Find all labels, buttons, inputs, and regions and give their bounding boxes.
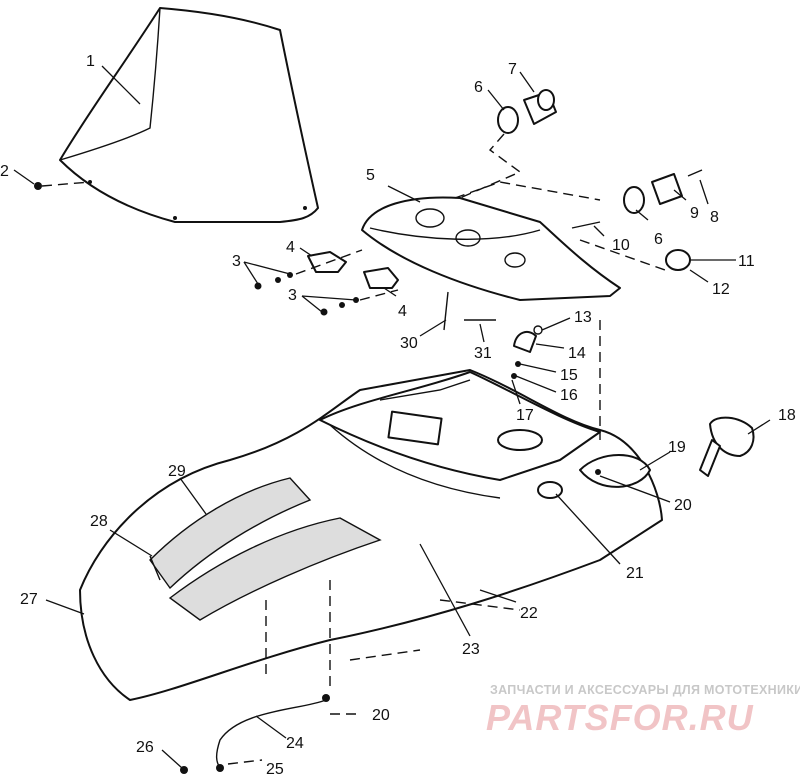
callout-2: 2 bbox=[0, 163, 9, 180]
windshield-part bbox=[59, 7, 319, 223]
callout-15: 15 bbox=[560, 367, 578, 384]
callout-21: 21 bbox=[626, 565, 644, 582]
callout-18: 18 bbox=[778, 407, 796, 424]
callout-5: 5 bbox=[366, 167, 375, 184]
watermark-tagline: ЗАПЧАСТИ И АКСЕССУАРЫ ДЛЯ МОТОТЕХНИКИ bbox=[490, 683, 800, 697]
cable-part bbox=[180, 694, 356, 774]
callout-11: 11 bbox=[738, 253, 755, 270]
nose-louvers-part bbox=[149, 477, 382, 621]
callout-29: 29 bbox=[168, 463, 186, 480]
callout-30: 30 bbox=[400, 335, 418, 352]
callout-25: 25 bbox=[266, 761, 284, 777]
callout-10: 10 bbox=[612, 237, 630, 254]
callout-6: 6 bbox=[474, 79, 483, 96]
callout-19: 19 bbox=[668, 439, 686, 456]
callout-20: 20 bbox=[674, 497, 692, 514]
dash-console-part bbox=[361, 181, 666, 301]
hardware-parts bbox=[443, 291, 543, 379]
callout-6: 6 bbox=[654, 231, 663, 248]
callout-4: 4 bbox=[286, 239, 295, 256]
callout-3: 3 bbox=[232, 253, 241, 270]
screw-part bbox=[34, 181, 91, 190]
callout-4: 4 bbox=[398, 303, 407, 320]
callout-24: 24 bbox=[286, 735, 304, 752]
callout-20: 20 bbox=[372, 707, 390, 724]
callout-22: 22 bbox=[520, 605, 538, 622]
gauge-parts bbox=[459, 89, 703, 271]
callout-7: 7 bbox=[508, 61, 517, 78]
bracket-parts bbox=[254, 249, 399, 316]
callout-26: 26 bbox=[136, 739, 154, 756]
callout-3: 3 bbox=[288, 287, 297, 304]
leader-lines bbox=[13, 65, 771, 769]
callout-12: 12 bbox=[712, 281, 730, 298]
callout-27: 27 bbox=[20, 591, 38, 608]
callout-14: 14 bbox=[568, 345, 586, 362]
callout-9: 9 bbox=[690, 205, 699, 222]
callout-8: 8 bbox=[710, 209, 719, 226]
callout-17: 17 bbox=[516, 407, 534, 424]
assembly-guides bbox=[265, 320, 601, 690]
callout-13: 13 bbox=[574, 309, 592, 326]
mirror-part bbox=[699, 416, 755, 477]
watermark-logo: PARTSFOR.RU bbox=[486, 697, 754, 738]
watermark: ЗАПЧАСТИ И АКСЕССУАРЫ ДЛЯ МОТОТЕХНИКИ PA… bbox=[486, 683, 800, 738]
callout-16: 16 bbox=[560, 387, 578, 404]
callout-28: 28 bbox=[90, 513, 108, 530]
callout-labels: 1 2 3 4 3 4 5 6 7 6 9 8 10 11 12 13 14 1… bbox=[0, 53, 796, 777]
callout-23: 23 bbox=[462, 641, 480, 658]
callout-31: 31 bbox=[474, 345, 492, 362]
side-parts bbox=[537, 454, 651, 499]
callout-1: 1 bbox=[86, 53, 95, 70]
